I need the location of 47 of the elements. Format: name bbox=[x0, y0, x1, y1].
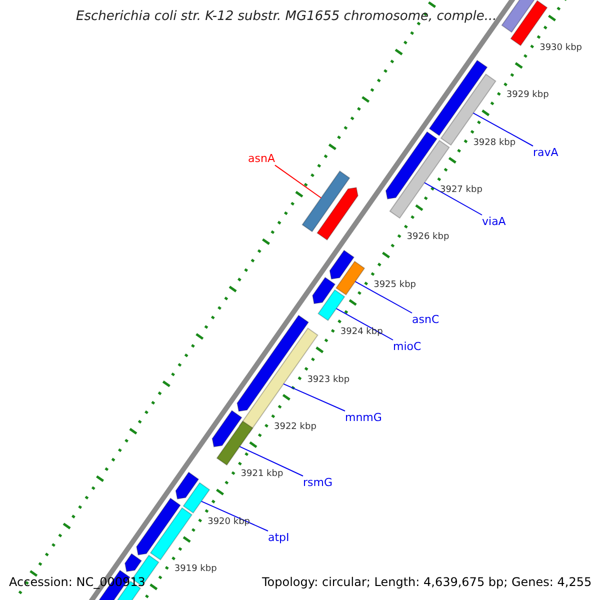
gene-label: asnC bbox=[412, 313, 440, 326]
scale-label: 3928 kbp bbox=[473, 138, 516, 148]
gene-block bbox=[236, 314, 310, 412]
gene-block bbox=[124, 553, 142, 572]
gene-label: asnA bbox=[248, 152, 275, 166]
scale-label: 3921 kbp bbox=[240, 469, 284, 480]
leader-line bbox=[424, 182, 482, 216]
gene-label: viaA bbox=[482, 215, 506, 228]
scale-label: 3929 kbp bbox=[506, 90, 549, 101]
gene-block bbox=[329, 250, 355, 280]
scale-label: 3923 kbp bbox=[307, 374, 350, 386]
leader-line bbox=[274, 164, 322, 198]
scale-label: 3925 kbp bbox=[374, 280, 416, 291]
leader-line bbox=[200, 500, 268, 532]
title: Escherichia coli str. K-12 substr. MG1655 chromosome, comple... bbox=[76, 9, 497, 25]
scale-label: 3919 kbp bbox=[174, 564, 217, 575]
leader-line bbox=[336, 308, 394, 340]
gene-block bbox=[312, 276, 336, 304]
gene-block bbox=[212, 410, 242, 448]
gene-label: mioC bbox=[393, 340, 422, 354]
leader-line bbox=[283, 383, 346, 412]
gene-bar bbox=[302, 170, 350, 232]
gene-block bbox=[316, 187, 358, 241]
gene-bar bbox=[150, 507, 193, 560]
gene-bar bbox=[318, 289, 346, 322]
gene-bar bbox=[216, 420, 254, 466]
gene-bar bbox=[440, 74, 496, 146]
gene-bar bbox=[501, 0, 536, 33]
gene-bar bbox=[335, 260, 366, 296]
scale-label: 3930 kbp bbox=[540, 42, 582, 54]
gene-label: ravA bbox=[533, 146, 558, 160]
leader-line bbox=[472, 112, 534, 146]
gene-block bbox=[175, 472, 200, 500]
scale-label: 3920 kbp bbox=[208, 516, 250, 528]
gene-bar bbox=[428, 60, 488, 136]
gene-bar bbox=[182, 482, 210, 514]
gene-label: rsmG bbox=[303, 476, 332, 490]
topology-text: Topology: circular; Length: 4,639,675 bp; Genes: 4,255 bbox=[262, 575, 592, 590]
gene-block bbox=[136, 498, 181, 556]
gene-label: atpI bbox=[268, 531, 290, 544]
leader-line bbox=[354, 281, 412, 314]
scale-label: 3922 kbp bbox=[274, 422, 316, 433]
scale-label: 3926 kbp bbox=[406, 232, 450, 244]
gene-label: mnmG bbox=[345, 411, 382, 424]
gene-block bbox=[385, 131, 438, 200]
scale-label: 3927 kbp bbox=[440, 185, 482, 196]
leader-line bbox=[239, 446, 304, 476]
